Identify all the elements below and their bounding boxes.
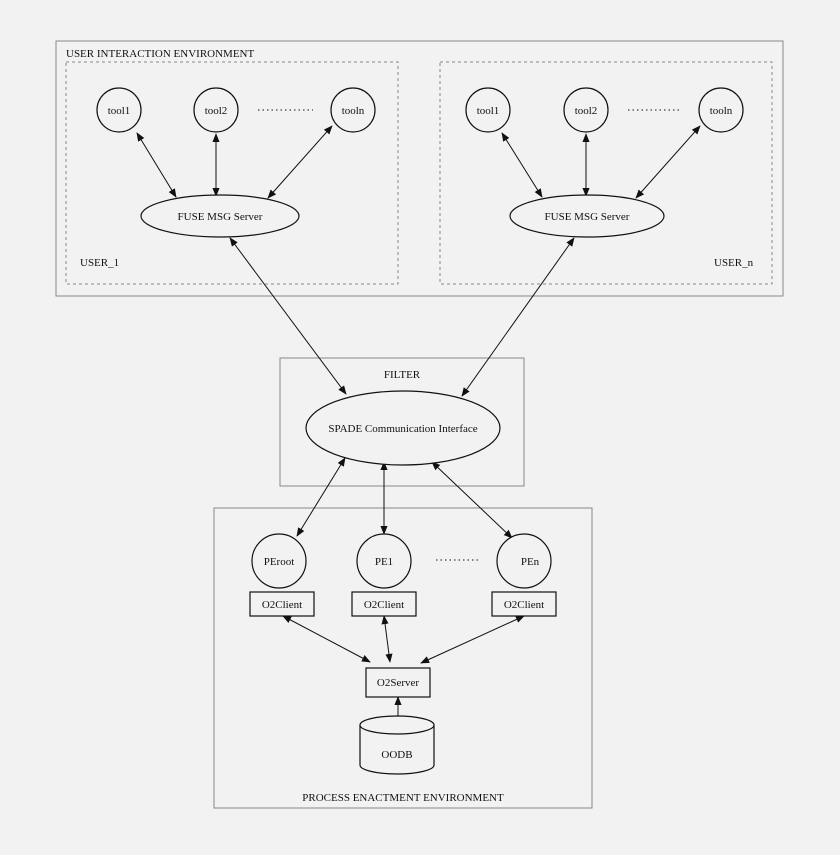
edge-un-tool1-fuse [501, 132, 543, 198]
edge-spade-peroot [296, 457, 346, 537]
u1-tool2-node: tool2 [193, 87, 239, 133]
un-tooln-label: tooln [710, 105, 733, 117]
oodb-label: OODB [381, 749, 412, 761]
user-n-label: USER_n [714, 257, 754, 269]
spade-interface-node: SPADE Communication Interface [305, 390, 501, 466]
pen-label: PEn [521, 556, 540, 568]
o2server-label: O2Server [377, 677, 419, 689]
edge-o2c-root-o2server [282, 615, 371, 663]
o2client-root-box: O2Client [249, 591, 315, 617]
process-enactment-environment-label: PROCESS ENACTMENT ENVIRONMENT [302, 792, 504, 804]
u1-tool1-label: tool1 [108, 105, 131, 117]
pen-node: PEn [496, 533, 552, 589]
spade-interface-label: SPADE Communication Interface [328, 423, 477, 435]
u1-tool2-label: tool2 [205, 105, 228, 117]
u1-tool1-node: tool1 [96, 87, 142, 133]
edge-o2c-1-o2server [381, 615, 393, 663]
un-tool2-label: tool2 [575, 105, 598, 117]
peroot-node: PEroot [251, 533, 307, 589]
pe1-label: PE1 [375, 556, 393, 568]
filter-label: FILTER [384, 369, 421, 381]
peroot-label: PEroot [264, 556, 295, 568]
un-tooln-node: tooln [698, 87, 744, 133]
un-fuse-server-node: FUSE MSG Server [509, 194, 665, 238]
edge-u1-tool1-fuse [136, 132, 177, 198]
edge-o2c-n-o2server [420, 615, 525, 664]
o2client-root-label: O2Client [262, 599, 302, 611]
edge-u1-fuse-spade [229, 237, 347, 395]
user-1-label: USER_1 [80, 257, 119, 269]
un-tool1-node: tool1 [465, 87, 511, 133]
user-interaction-environment-frame [55, 40, 784, 297]
o2server-box: O2Server [365, 667, 431, 698]
u1-tooln-label: tooln [342, 105, 365, 117]
un-tool1-label: tool1 [477, 105, 500, 117]
u1-fuse-server-label: FUSE MSG Server [178, 211, 263, 223]
process-enactment-environment-frame [213, 507, 593, 809]
edge-un-tooln-fuse [635, 125, 701, 199]
edge-spade-pen [431, 461, 513, 539]
edge-u1-tooln-fuse [267, 125, 333, 199]
pe1-node: PE1 [356, 533, 412, 589]
un-tool2-node: tool2 [563, 87, 609, 133]
user-interaction-environment-label: USER INTERACTION ENVIRONMENT [66, 48, 254, 60]
un-fuse-server-label: FUSE MSG Server [545, 211, 630, 223]
u1-tooln-node: tooln [330, 87, 376, 133]
o2client-n-box: O2Client [491, 591, 557, 617]
o2client-1-label: O2Client [364, 599, 404, 611]
oodb-database-icon: OODB [359, 715, 435, 775]
user-n-frame [439, 61, 773, 285]
o2client-n-label: O2Client [504, 599, 544, 611]
u1-fuse-server-node: FUSE MSG Server [140, 194, 300, 238]
filter-frame [279, 357, 525, 487]
edge-un-fuse-spade [461, 237, 575, 397]
o2client-1-box: O2Client [351, 591, 417, 617]
